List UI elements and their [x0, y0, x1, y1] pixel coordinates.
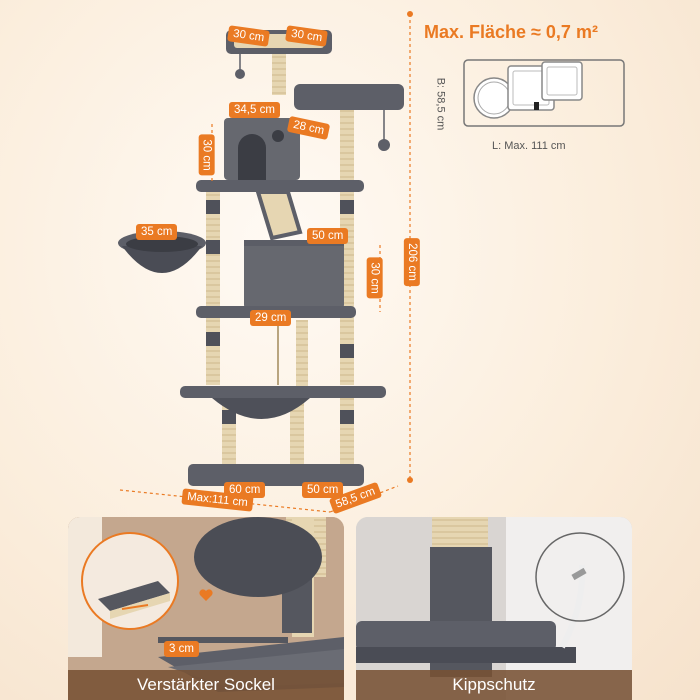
- dim-basket: 35 cm: [136, 224, 178, 240]
- cat-box: [244, 240, 344, 308]
- base-closeup-illustration: [68, 517, 344, 700]
- base-zoom-circle: [81, 532, 179, 630]
- anti-tip-zoom-circle: [535, 532, 625, 622]
- top-platform-footprint-icon: [541, 61, 583, 101]
- dangling-ball: [235, 69, 245, 79]
- anti-tip-illustration: [356, 517, 632, 700]
- anti-tip-caption: Kippschutz: [356, 670, 632, 700]
- dim-box-height: 30 cm: [366, 257, 383, 299]
- footprint-diagram: [463, 59, 625, 127]
- reinforced-base-caption: Verstärkter Sockel: [68, 670, 344, 700]
- footprint-length-label: L: Max. 111 cm: [492, 140, 566, 152]
- dim-total-height: 206 cm: [403, 238, 420, 286]
- dim-platform: 29 cm: [250, 310, 292, 326]
- dimension-lines: [119, 11, 413, 513]
- base-thickness-tag: 3 cm: [164, 641, 199, 657]
- tree-base: [188, 464, 364, 486]
- heart-icon: [199, 589, 213, 601]
- dim-condo-height: 30 cm: [198, 134, 215, 176]
- max-area-title: Max. Fläche ≈ 0,7 m²: [424, 22, 598, 42]
- dim-condo-width: 34,5 cm: [229, 102, 280, 118]
- anti-tip-photo: Kippschutz: [356, 517, 632, 700]
- reinforced-base-photo: 3 cm Verstärkter Sockel: [68, 517, 344, 700]
- dim-box-width: 50 cm: [307, 228, 349, 244]
- dim-base-side: 50 cm: [302, 482, 344, 498]
- upper-perch: [294, 84, 404, 110]
